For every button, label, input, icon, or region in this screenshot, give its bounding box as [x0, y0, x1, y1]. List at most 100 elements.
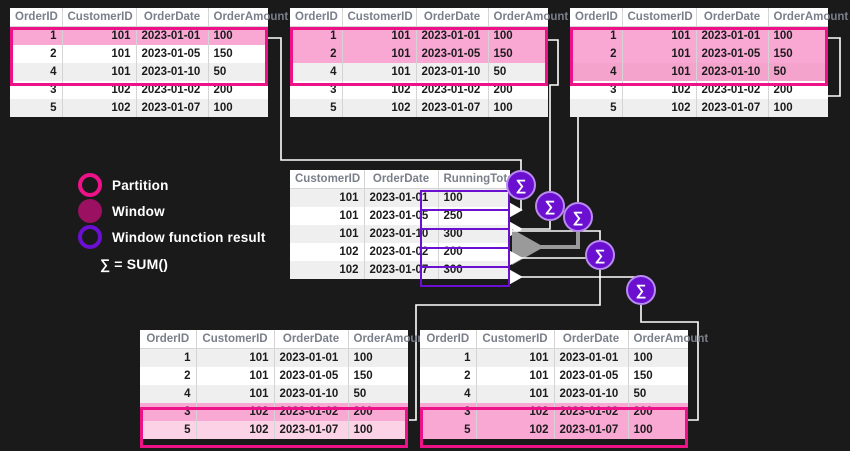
- table-row[interactable]: 3 102 2023-01-02 200: [420, 403, 688, 421]
- cell-orderamount: 200: [628, 403, 688, 421]
- cell-runningtotal: 200: [443, 246, 463, 258]
- cell-runningtotal: 300: [443, 228, 463, 240]
- wire-t1-to-sigma1: [268, 37, 522, 170]
- table-row[interactable]: 101 2023-01-10 300: [290, 225, 510, 243]
- cell-customerid: 101: [62, 63, 137, 81]
- table-row[interactable]: 4 101 2023-01-10 50: [570, 63, 828, 81]
- table-row[interactable]: 2 101 2023-01-05 150: [290, 45, 548, 63]
- window-filled-icon: [78, 199, 102, 223]
- cell-orderamount: 100: [773, 102, 793, 114]
- table-row[interactable]: 2 101 2023-01-05 150: [10, 45, 268, 63]
- cell-orderid: 3: [290, 81, 343, 99]
- table-row[interactable]: 4 101 2023-01-10 50: [420, 385, 688, 403]
- cell-customerid: 101: [622, 45, 697, 63]
- source-table-step-2[interactable]: OrderID CustomerID OrderDate OrderAmount…: [290, 8, 568, 117]
- source-table-step-3[interactable]: OrderID CustomerID OrderDate OrderAmount…: [570, 8, 848, 117]
- sigma-glyph: ∑: [544, 197, 556, 215]
- table-row[interactable]: 1 101 2023-01-01 100: [570, 26, 828, 45]
- table-row[interactable]: 4 101 2023-01-10 50: [140, 385, 408, 403]
- table-row[interactable]: 1 101 2023-01-01 100: [290, 26, 548, 45]
- cell-orderamount: 50: [353, 388, 367, 400]
- cell-customerid: 101: [290, 188, 365, 207]
- table-row[interactable]: 5 102 2023-01-07 100: [290, 99, 548, 117]
- legend: Partition Window Window function result …: [78, 172, 266, 278]
- result-ring-icon: [78, 225, 102, 249]
- sigma-badge-4[interactable]: ∑: [585, 240, 615, 270]
- cell-orderamount: 150: [633, 370, 653, 382]
- table-row[interactable]: 101 2023-01-01 100: [290, 188, 510, 207]
- cell-runningtotal: 300: [443, 264, 463, 276]
- cell-customerid: 101: [342, 45, 417, 63]
- cell-orderamount: 50: [633, 388, 647, 400]
- cell-orderid: 1: [570, 26, 623, 45]
- sigma-badge-1[interactable]: ∑: [506, 170, 536, 200]
- wire-t4-to-sigma4: [409, 270, 601, 421]
- cell-orderdate: 2023-01-02: [696, 81, 769, 99]
- wire-sigma4-up: [510, 230, 601, 240]
- cell-orderdate: 2023-01-10: [416, 63, 489, 81]
- cell-orderid: 1: [420, 348, 477, 367]
- cell-customerid: 101: [476, 385, 555, 403]
- cell-orderid: 2: [570, 45, 623, 63]
- table-row[interactable]: 5 102 2023-01-07 100: [420, 421, 688, 439]
- table-row[interactable]: 2 101 2023-01-05 150: [140, 367, 408, 385]
- cell-runningtotal: 100: [443, 192, 463, 204]
- table-row[interactable]: 102 2023-01-07 300: [290, 261, 510, 279]
- table-row[interactable]: 4 101 2023-01-10 50: [10, 63, 268, 81]
- result-table-running-total[interactable]: CustomerID OrderDate RunningTotal 101 20…: [290, 170, 517, 279]
- col-orderamount: OrderAmount: [768, 8, 848, 27]
- sigma-badge-2[interactable]: ∑: [535, 191, 565, 221]
- partition-ring-icon: [78, 173, 102, 197]
- sigma-badge-3[interactable]: ∑: [563, 202, 593, 232]
- table-row[interactable]: 1 101 2023-01-01 100: [140, 348, 408, 367]
- cell-customerid: 101: [196, 367, 275, 385]
- table-row[interactable]: 3 102 2023-01-02 200: [570, 81, 828, 99]
- cell-customerid: 102: [290, 243, 365, 261]
- cell-orderid: 4: [290, 63, 343, 81]
- table-row[interactable]: 5 102 2023-01-07 100: [570, 99, 828, 117]
- source-table-step-1[interactable]: OrderID CustomerID OrderDate OrderAmount…: [10, 8, 288, 117]
- table-row[interactable]: 1 101 2023-01-01 100: [420, 348, 688, 367]
- table-row[interactable]: 4 101 2023-01-10 50: [290, 63, 548, 81]
- col-orderamount: OrderAmount: [208, 8, 288, 27]
- sigma-badge-5[interactable]: ∑: [626, 275, 656, 305]
- cell-orderid: 5: [420, 421, 477, 439]
- cell-customerid: 102: [62, 81, 137, 99]
- cell-orderid: 1: [10, 26, 63, 45]
- legend-label: Window function result: [112, 229, 266, 245]
- cell-customerid: 101: [196, 348, 275, 367]
- legend-item-result: Window function result: [78, 224, 266, 250]
- cell-runningtotal: 250: [443, 210, 463, 222]
- table-row[interactable]: 3 102 2023-01-02 200: [140, 403, 408, 421]
- table-header-row: CustomerID OrderDate RunningTotal: [290, 170, 517, 189]
- table-row[interactable]: 3 102 2023-01-02 200: [290, 81, 548, 99]
- cell-orderdate: 2023-01-02: [364, 243, 439, 261]
- col-orderid: OrderID: [10, 8, 63, 27]
- cell-orderid: 3: [570, 81, 623, 99]
- cell-orderamount: 100: [493, 102, 513, 114]
- table-row[interactable]: 2 101 2023-01-05 150: [570, 45, 828, 63]
- cell-customerid: 102: [622, 99, 697, 117]
- table-header-row: OrderID CustomerID OrderDate OrderAmount: [420, 330, 708, 349]
- source-table-step-5[interactable]: OrderID CustomerID OrderDate OrderAmount…: [420, 330, 708, 439]
- table-row[interactable]: 5 102 2023-01-07 100: [10, 99, 268, 117]
- table-row[interactable]: 2 101 2023-01-05 150: [420, 367, 688, 385]
- cell-orderamount: 100: [768, 26, 828, 45]
- table-row[interactable]: 102 2023-01-02 200: [290, 243, 510, 261]
- cell-orderdate: 2023-01-02: [554, 403, 629, 421]
- cell-orderamount: 100: [628, 421, 688, 439]
- cell-orderdate: 2023-01-07: [416, 99, 489, 117]
- cell-orderid: 5: [140, 421, 197, 439]
- table-row[interactable]: 1 101 2023-01-01 100: [10, 26, 268, 45]
- col-customerid: CustomerID: [62, 8, 137, 27]
- table-row[interactable]: 3 102 2023-01-02 200: [10, 81, 268, 99]
- cell-orderamount: 50: [768, 63, 828, 81]
- cell-orderdate: 2023-01-02: [416, 81, 489, 99]
- source-table-step-4[interactable]: OrderID CustomerID OrderDate OrderAmount…: [140, 330, 428, 439]
- cell-orderid: 5: [290, 99, 343, 117]
- table-row[interactable]: 101 2023-01-05 250: [290, 207, 510, 225]
- table-row[interactable]: 5 102 2023-01-07 100: [140, 421, 408, 439]
- cell-orderid: 2: [140, 367, 197, 385]
- cell-orderid: 4: [420, 385, 477, 403]
